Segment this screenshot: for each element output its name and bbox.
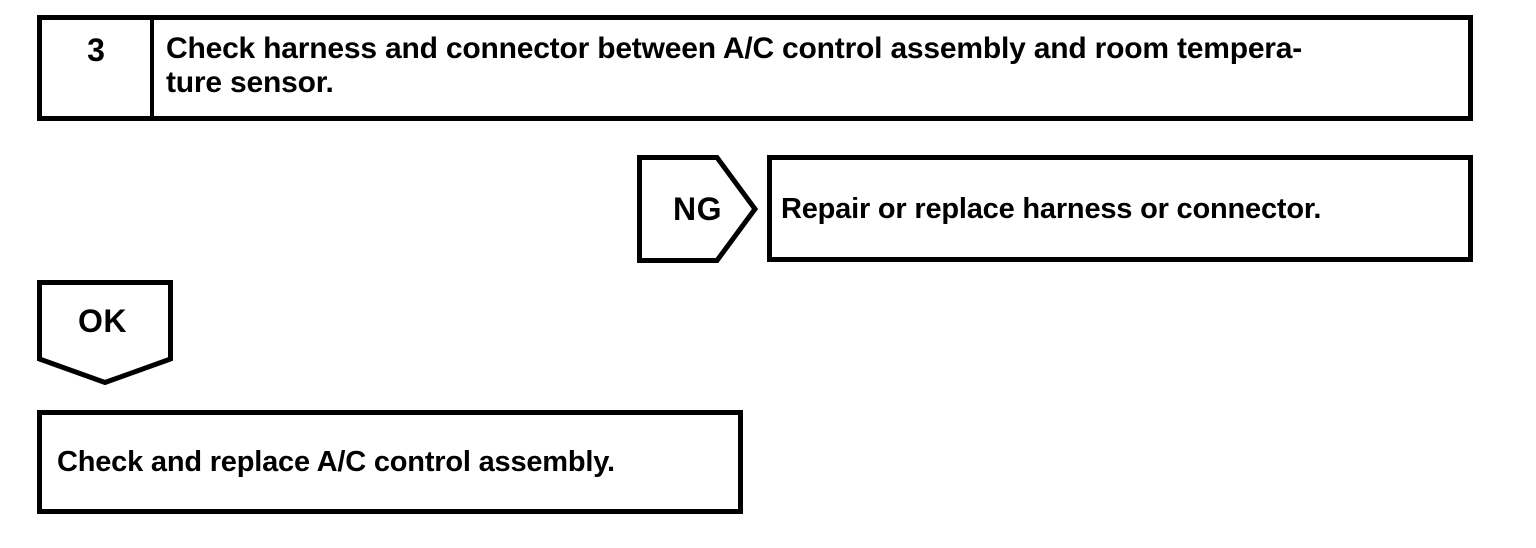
ng-connector-shape: NG [637,155,758,263]
ok-action-text: Check and replace A/C control assembly. [57,446,615,478]
ng-label: NG [673,190,722,227]
step-instruction-line-2: ture sensor. [166,66,334,99]
ok-action-box: Check and replace A/C control assembly. [37,410,743,514]
ok-connector-shape: OK [37,280,173,385]
ok-pentagon-icon [37,280,173,385]
step-box: 3 Check harness and connector between A/… [37,15,1473,121]
ng-pentagon-icon [637,155,758,263]
ok-label: OK [78,302,127,339]
step-number: 3 [87,32,105,68]
ng-action-box: Repair or replace harness or connector. [767,155,1473,262]
step-instruction: Check harness and connector between A/C … [154,20,1468,116]
step-number-cell: 3 [42,20,154,116]
step-instruction-line-1: Check harness and connector between A/C … [166,32,1303,65]
ng-action-text: Repair or replace harness or connector. [781,192,1322,225]
